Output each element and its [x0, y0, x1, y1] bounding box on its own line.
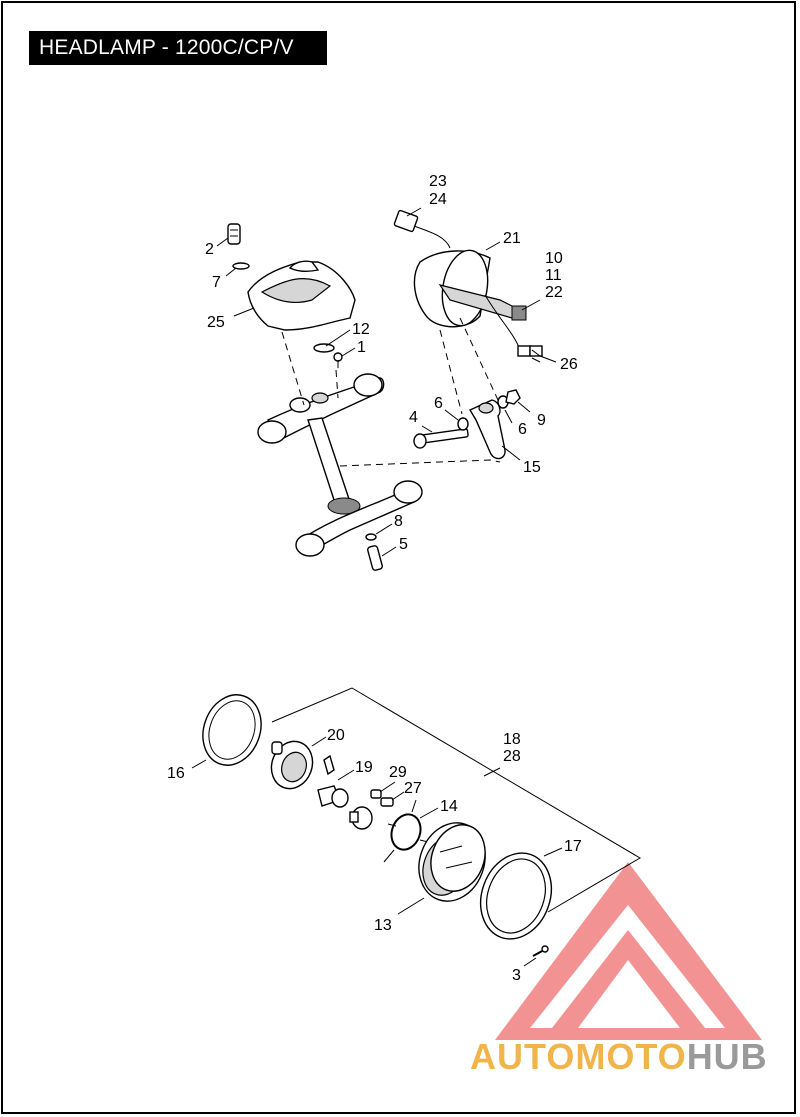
washer-12: [313, 343, 335, 353]
assembly-bracket-outline: [271, 687, 641, 913]
callout-21: 21: [503, 230, 521, 247]
callout-14: 14: [440, 798, 458, 815]
screw-1: [333, 352, 343, 368]
mount-bracket-15: [468, 399, 506, 460]
assembly-line: [281, 331, 305, 406]
sealed-beam-13: [418, 822, 486, 902]
gasket-16: [202, 694, 262, 766]
retainer-ring-14: [383, 799, 429, 863]
callout-15: 15: [523, 459, 541, 476]
watermark-moto: MOTO: [575, 1036, 687, 1077]
bolt-5: [367, 545, 383, 571]
callout-1: 1: [357, 339, 366, 356]
callout-16: 16: [167, 765, 185, 782]
callout-29: 29: [389, 764, 407, 781]
upper-fork-bracket: [257, 373, 385, 444]
watermark-logo-icon: [495, 862, 762, 1040]
callout-25: 25: [207, 314, 225, 331]
watermark-text: AUTOMOTOHUB: [470, 1036, 768, 1078]
bolt-2: [227, 223, 241, 245]
callout-6a: 6: [434, 395, 443, 412]
steering-stem: [307, 417, 361, 515]
callout-4: 4: [409, 409, 418, 426]
bulb-29: [370, 789, 382, 799]
callout-17: 17: [564, 838, 582, 855]
trim-ring-17: [479, 852, 553, 940]
socket-bulb-adapter: [349, 806, 373, 830]
callout-6b: 6: [518, 421, 527, 438]
callout-13: 13: [374, 917, 392, 934]
callout-27: 27: [404, 780, 422, 797]
callout-28: 28: [503, 748, 521, 765]
callout-9: 9: [537, 412, 546, 429]
assembly-line: [335, 369, 339, 399]
assembly-line: [339, 459, 501, 467]
watermark-auto: AUTO: [470, 1036, 576, 1077]
callout-5: 5: [399, 536, 408, 553]
bulb-19: [317, 754, 349, 808]
bulb-27: [380, 797, 394, 807]
callout-24: 24: [429, 191, 447, 208]
lower-fork-bracket: [295, 480, 423, 557]
bolt-4: [413, 428, 469, 449]
callout-8: 8: [394, 513, 403, 530]
callout-26: 26: [560, 356, 578, 373]
bulb-housing-20: [270, 740, 314, 790]
callout-3: 3: [512, 967, 521, 984]
callout-10: 10: [545, 250, 563, 267]
callout-18: 18: [503, 731, 521, 748]
washer-8: [365, 533, 377, 541]
callout-2: 2: [205, 241, 214, 258]
washer-6a: [457, 417, 469, 431]
wiring-26: [484, 294, 543, 357]
assembly-line: [459, 317, 499, 401]
callout-19: 19: [355, 759, 373, 776]
connector-23-24: [393, 209, 451, 249]
callout-11: 11: [545, 267, 562, 284]
nut-9: [505, 389, 521, 405]
callout-23: 23: [429, 173, 447, 190]
callout-7: 7: [212, 274, 221, 291]
callout-12: 12: [352, 321, 370, 338]
washer-7: [232, 262, 250, 270]
assembly-line: [439, 329, 463, 415]
diagram-title: HEADLAMP - 1200C/CP/V: [29, 31, 327, 65]
callout-20: 20: [327, 727, 345, 744]
screw-3: [532, 945, 549, 957]
headlamp-cover-25: [247, 260, 356, 331]
watermark-hub: HUB: [686, 1036, 768, 1077]
headlamp-housing-21: [413, 249, 527, 328]
callout-22: 22: [545, 284, 563, 301]
